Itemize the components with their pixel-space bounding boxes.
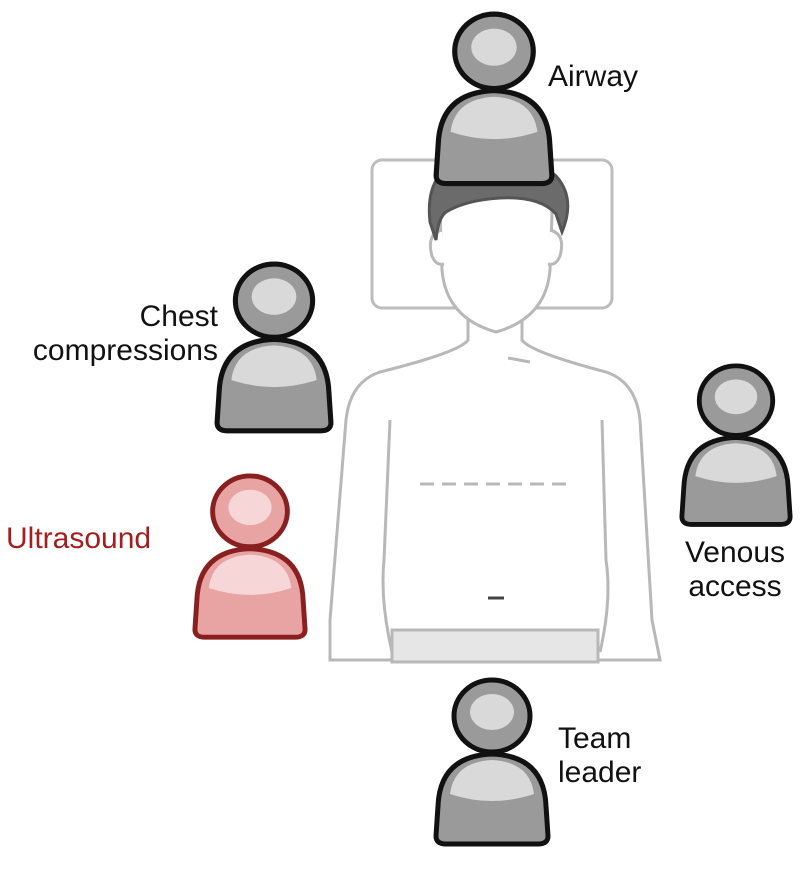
person-team-leader	[433, 677, 551, 847]
person-venous-access	[679, 363, 793, 527]
label-chest-compressions: Chest compressions	[33, 300, 218, 368]
label-airway: Airway	[548, 60, 638, 94]
right-ear	[547, 228, 564, 266]
label-venous-line-2: access	[688, 570, 782, 603]
label-chest-line-1: Chest	[139, 300, 218, 333]
patient	[328, 153, 662, 664]
label-venous-line-1: Venous	[684, 536, 786, 569]
person-airway	[433, 11, 555, 187]
person-team-leader-body-highlight	[450, 760, 534, 801]
label-ultrasound-line: Ultrasound	[6, 522, 152, 555]
label-ultrasound: Ultrasound	[6, 522, 151, 556]
right-arm-line	[598, 419, 610, 653]
person-chest-compressions	[214, 261, 334, 434]
person-chest-compressions-body-highlight	[231, 345, 317, 388]
person-chest-compressions-head-highlight	[251, 278, 297, 315]
left-arm-line	[381, 419, 394, 653]
label-team-line-1: Team	[558, 722, 632, 755]
person-airway-body-highlight	[450, 96, 538, 140]
patient-torso	[328, 318, 662, 662]
collar-line	[507, 356, 531, 364]
person-ultrasound	[192, 473, 308, 640]
team-members	[192, 11, 793, 847]
label-team-leader: Team leader	[558, 722, 641, 790]
label-airway-line: Airway	[548, 60, 639, 93]
label-chest-line-2: compressions	[32, 334, 218, 367]
label-team-line-2: leader	[558, 756, 642, 789]
person-ultrasound-head-highlight	[228, 489, 272, 526]
label-venous-access: Venous access	[672, 536, 798, 604]
patient-shorts	[390, 628, 600, 664]
person-team-leader-head-highlight	[470, 694, 514, 730]
person-ultrasound-body-highlight	[208, 554, 292, 595]
person-venous-access-head-highlight	[714, 379, 758, 415]
person-airway-head-highlight	[471, 28, 517, 66]
person-venous-access-body-highlight	[695, 443, 777, 483]
